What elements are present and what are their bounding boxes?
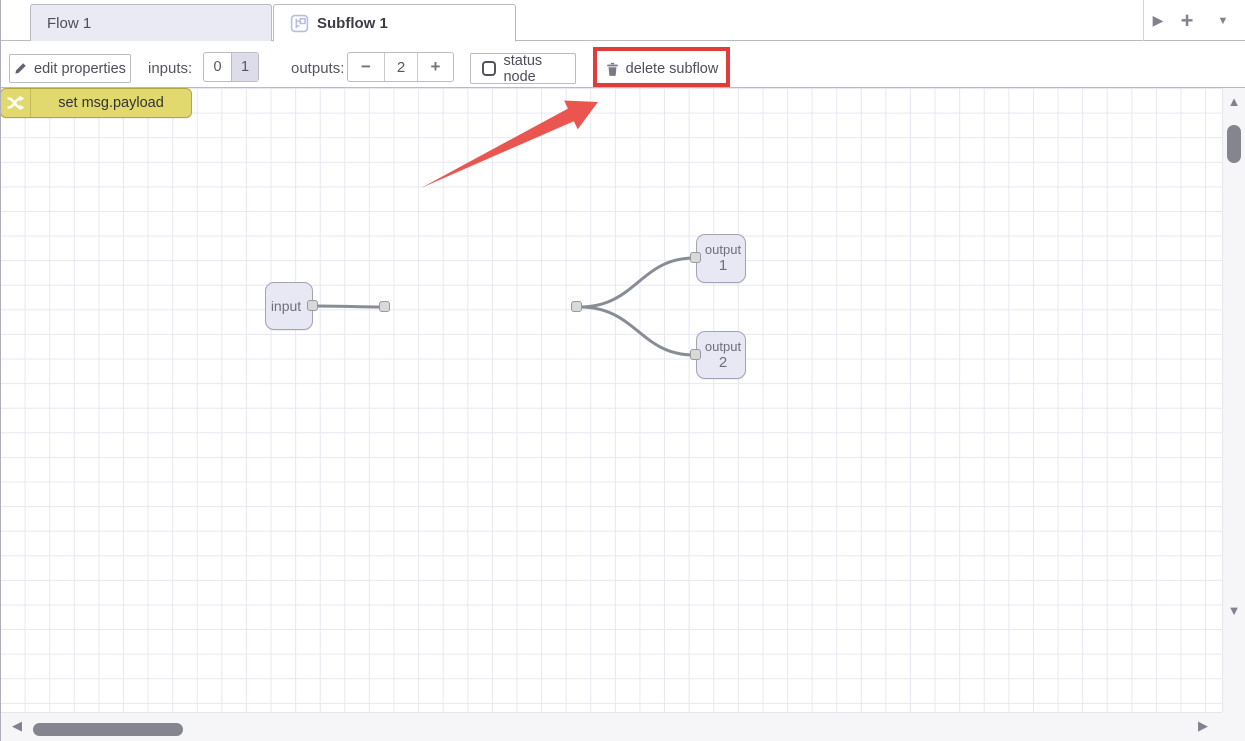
flow-canvas[interactable]: input set msg.payload output 1 output 2 (0, 88, 1222, 712)
inputs-toggle: 0 1 (203, 52, 259, 82)
tab-subflow-1[interactable]: Subflow 1 (273, 4, 516, 42)
inputs-label: inputs: (148, 54, 192, 83)
node-number: 2 (719, 354, 727, 371)
port-change-out[interactable] (571, 301, 582, 312)
plus-icon: + (1181, 8, 1194, 34)
node-label: input (271, 298, 301, 314)
delete-subflow-label: delete subflow (626, 61, 719, 77)
trash-icon (606, 62, 619, 76)
horizontal-scrollbar-thumb[interactable] (33, 723, 183, 736)
tab-flow-1[interactable]: Flow 1 (30, 4, 272, 41)
tab-scroll-icon: ▶ (1153, 12, 1164, 29)
status-node-label: status node (503, 53, 575, 85)
outputs-increase-button[interactable]: + (417, 53, 453, 81)
port-input-out[interactable] (307, 300, 318, 311)
port-output-2-in[interactable] (690, 349, 701, 360)
chevron-down-icon: ▼ (1218, 15, 1229, 27)
edit-properties-label: edit properties (34, 61, 126, 77)
port-output-1-in[interactable] (690, 252, 701, 263)
scroll-down-icon[interactable]: ▼ (1225, 601, 1243, 619)
wire-input-to-change[interactable] (316, 306, 384, 307)
tab-label: Flow 1 (47, 15, 91, 32)
node-label: output (705, 243, 741, 257)
scroll-right-icon[interactable]: ▶ (1194, 717, 1212, 735)
annotation-arrow (421, 101, 598, 189)
node-number: 1 (719, 257, 727, 274)
scroll-left-icon[interactable]: ◀ (8, 717, 26, 735)
node-subflow-input[interactable]: input (265, 282, 313, 330)
status-node-checkbox[interactable] (482, 61, 496, 76)
node-subflow-output-2[interactable]: output 2 (696, 331, 746, 379)
outputs-count-value: 2 (384, 53, 417, 81)
workspace-tabbar: Flow 1 Subflow 1 ▶ + ▼ (0, 0, 1245, 41)
delete-subflow-button[interactable]: delete subflow (601, 54, 723, 83)
node-label: output (705, 340, 741, 354)
outputs-stepper: − 2 + (347, 52, 454, 82)
tab-scroll-right-button[interactable]: ▶ (1146, 0, 1170, 41)
outputs-decrease-button[interactable]: − (348, 53, 384, 81)
inputs-count-0-button[interactable]: 0 (204, 53, 231, 81)
window-left-edge (0, 0, 1, 741)
inputs-count-1-button[interactable]: 1 (231, 53, 258, 81)
scroll-up-icon[interactable]: ▲ (1225, 92, 1243, 110)
horizontal-scrollbar[interactable] (0, 712, 1222, 741)
outputs-label: outputs: (291, 54, 344, 83)
pencil-icon (14, 62, 27, 75)
flow-list-menu-button[interactable]: ▼ (1210, 0, 1236, 41)
tabbar-divider (1143, 0, 1144, 41)
wire-change-to-output-1[interactable] (580, 258, 694, 307)
wire-layer (0, 88, 1222, 712)
tab-label: Subflow 1 (317, 15, 388, 32)
subflow-icon (290, 14, 309, 33)
scrollbar-corner (1222, 712, 1245, 741)
plus-icon: + (431, 57, 441, 77)
vertical-scrollbar-thumb[interactable] (1227, 125, 1241, 163)
edit-properties-button[interactable]: edit properties (9, 54, 131, 83)
minus-icon: − (361, 57, 371, 77)
wire-change-to-output-2[interactable] (580, 307, 694, 355)
node-subflow-output-1[interactable]: output 1 (696, 234, 746, 283)
subflow-toolbar: edit properties inputs: 0 1 outputs: − 2… (0, 41, 1245, 88)
add-flow-button[interactable]: + (1172, 0, 1202, 41)
status-node-toggle[interactable]: status node (470, 53, 576, 84)
port-change-in[interactable] (379, 301, 390, 312)
